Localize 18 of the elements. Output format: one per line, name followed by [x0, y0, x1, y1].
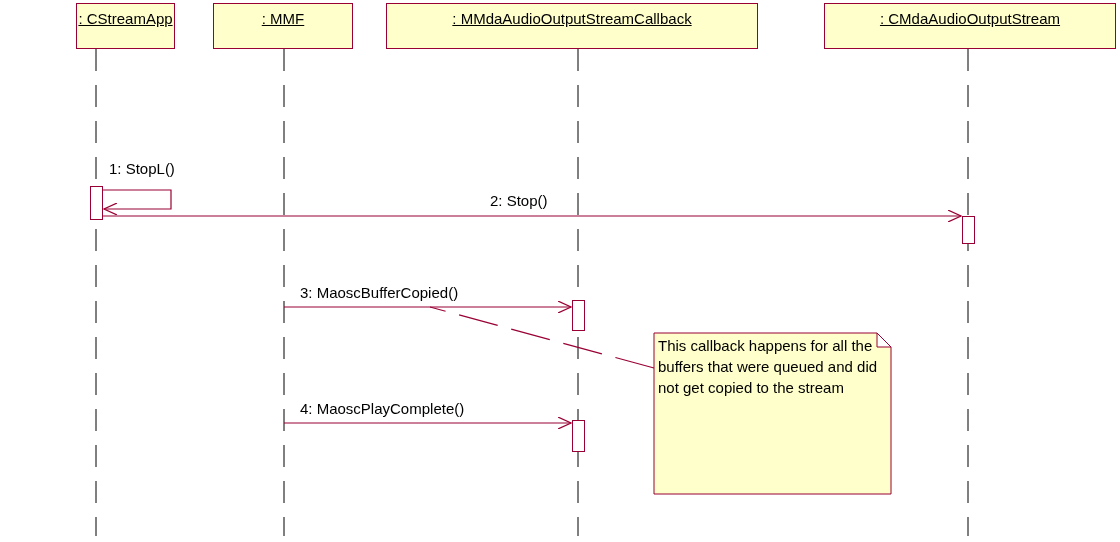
activation-bar — [572, 300, 585, 331]
message-label: 2: Stop() — [488, 192, 550, 209]
message-arrow — [102, 189, 172, 216]
message-arrow — [102, 209, 962, 223]
activation-bar — [572, 420, 585, 452]
message-arrow — [283, 416, 572, 430]
activation-bar — [90, 186, 103, 220]
activation-bar — [962, 216, 975, 244]
leader-line — [429, 306, 655, 369]
message-arrow — [283, 300, 572, 314]
lifeline-header: : CStreamApp — [76, 3, 175, 49]
lifeline-header: : CMdaAudioOutputStream — [824, 3, 1116, 49]
message-label: 3: MaoscBufferCopied() — [298, 284, 461, 301]
lifeline-header: : MMdaAudioOutputStreamCallback — [386, 3, 758, 49]
message-label: 1: StopL() — [107, 160, 177, 177]
lifeline-header: : MMF — [213, 3, 353, 49]
note: This callback happens for all the buffers that were queued and did not get copied to the stream — [654, 333, 891, 494]
message-label: 4: MaoscPlayComplete() — [298, 400, 467, 417]
